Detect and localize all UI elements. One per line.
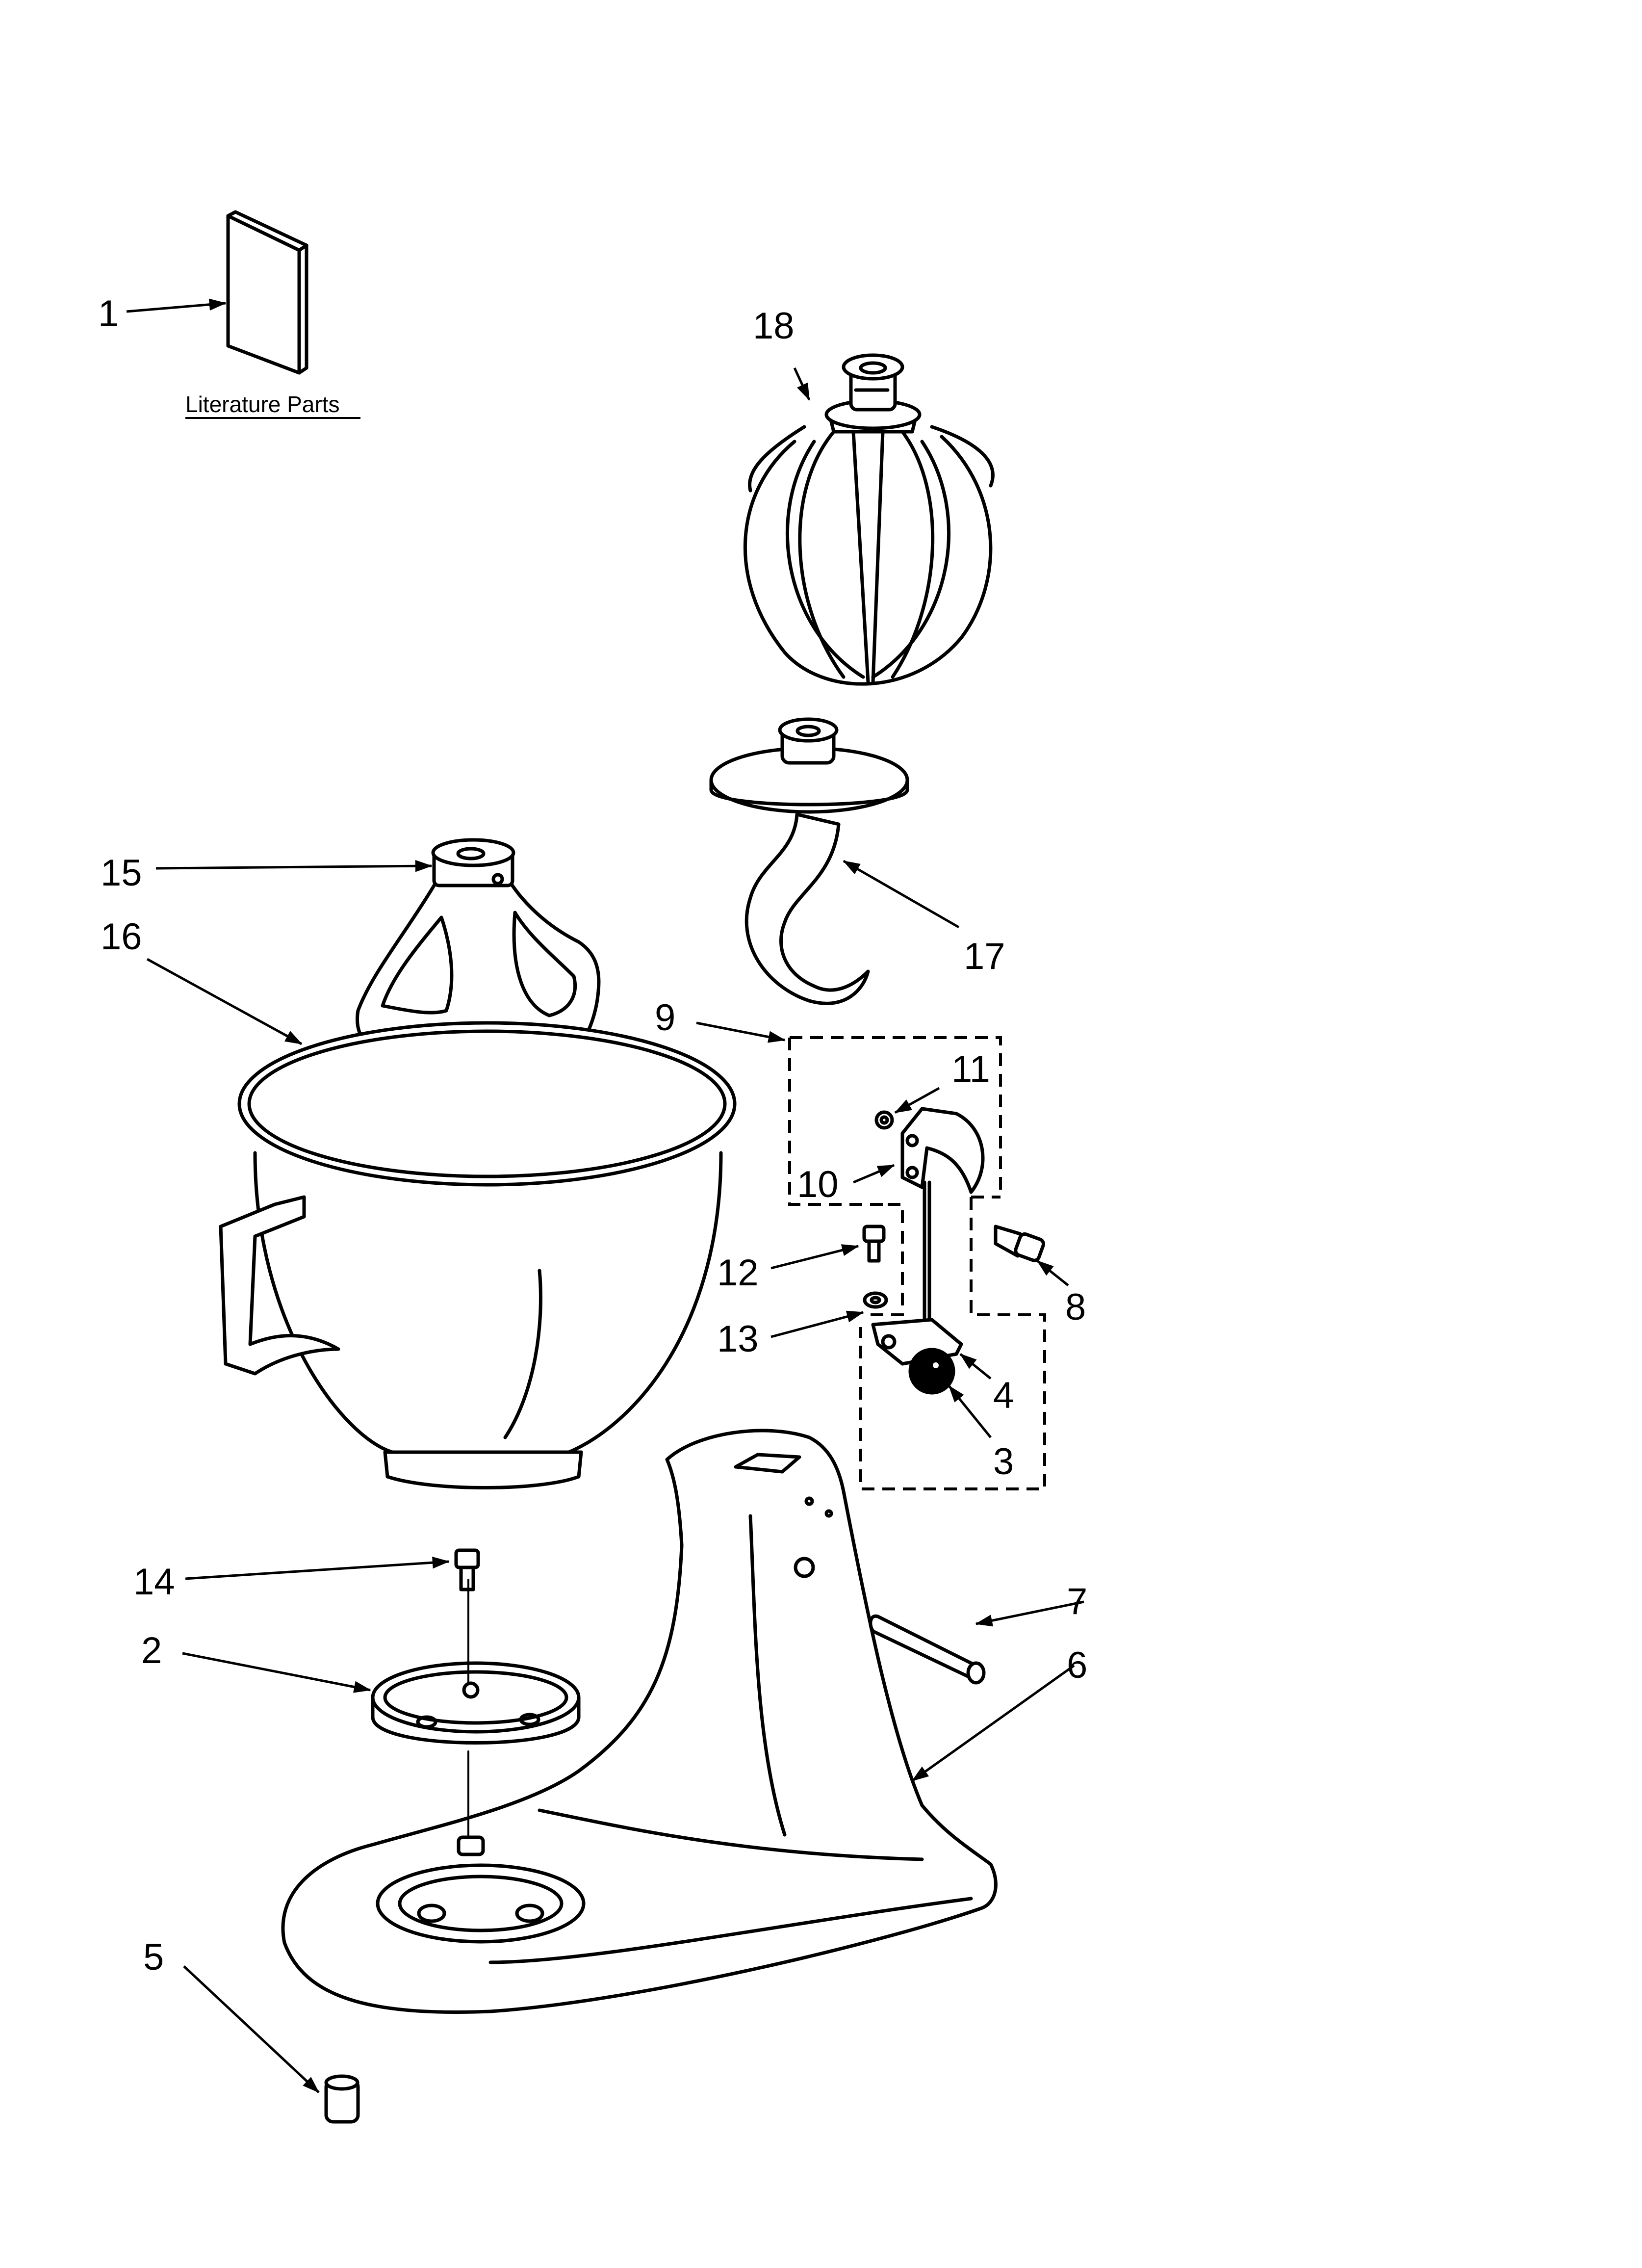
dough-hook [709,717,909,1005]
callout-16: 16 [101,916,142,958]
hinge-pin [869,1614,986,1685]
callout-13: 13 [717,1318,759,1360]
callout-8: 8 [1065,1286,1086,1328]
rubber-foot [324,2074,360,2124]
wire-whip [743,353,995,686]
clamp-screw [454,1548,480,1591]
callout-2: 2 [141,1630,162,1671]
bowl-lift-assembly [788,1036,1046,1490]
callout-10: 10 [797,1164,839,1205]
callout-12: 12 [717,1252,759,1294]
callout-5: 5 [143,1936,164,1978]
callout-3: 3 [993,1441,1014,1483]
callout-9: 9 [655,997,675,1039]
callout-4: 4 [993,1375,1014,1416]
callout-14: 14 [133,1561,175,1603]
lift-knob [908,1348,955,1395]
clamp-plate [371,1579,581,1838]
literature-booklet [226,210,308,375]
mixer-pedestal [281,1429,998,2014]
callout-18: 18 [753,305,795,347]
mixing-bowl [219,1021,737,1489]
callout-6: 6 [1067,1644,1087,1686]
literature-parts-caption: Literature Parts [185,391,339,417]
callout-7: 7 [1067,1581,1087,1622]
callout-17: 17 [964,936,1005,977]
callout-11: 11 [951,1048,990,1090]
callout-1: 1 [98,293,119,335]
callout-15: 15 [101,852,142,894]
callout-arrows [126,298,1084,2093]
